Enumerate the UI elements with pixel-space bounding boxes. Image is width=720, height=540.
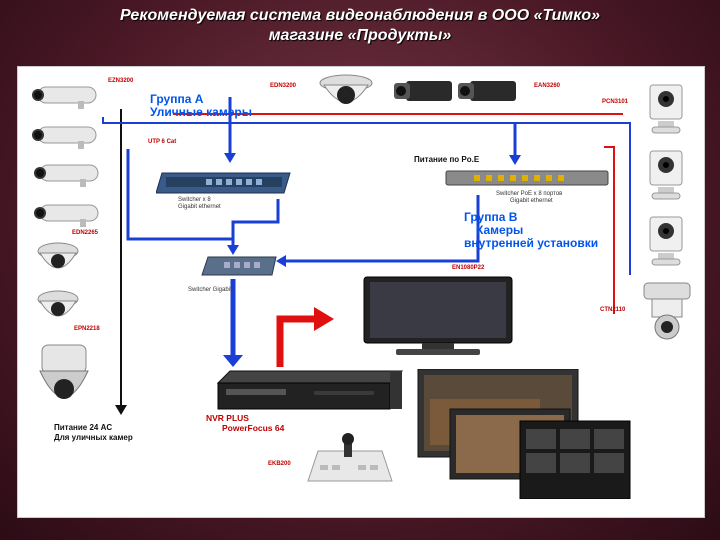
cube-camera-icon [649, 84, 683, 134]
gigabit-switch-icon [201, 256, 277, 276]
label-pcn3101: PCN3101 [602, 99, 629, 105]
power-24ac-label: Питание 24 AC Для уличных камер [54, 423, 133, 443]
label-ekb200: EKB200 [268, 461, 291, 467]
ptz-dome-camera-icon [39, 344, 89, 399]
nvr-recorder-icon [216, 370, 404, 410]
nvr-line-2: PowerFocus 64 [222, 423, 285, 433]
title-line-2: магазине «Продукты» [268, 27, 452, 44]
red-arrow-monitor [276, 315, 316, 367]
bullet-camera-icon [34, 164, 99, 187]
label-switch-a-2: Gigabit ethernet [178, 204, 221, 210]
blue-arrow-poe [509, 155, 521, 165]
label-epn2218: EPN2218 [74, 326, 100, 332]
label-switch-poe-2: Gigabit ethernet [510, 198, 553, 204]
label-switch-a-1: Switcher x 8 [178, 197, 211, 203]
group-b-line-2: Камеры [476, 223, 524, 237]
bullet-camera-icon [34, 204, 99, 227]
blue-wire-poe-gig [280, 195, 480, 263]
cube-camera-icon [649, 216, 683, 266]
box-camera-icon [458, 81, 516, 101]
label-switch-gig: Switcher Gigabit [188, 287, 232, 293]
ptz-camera-icon [643, 282, 691, 340]
cube-camera-icon [649, 150, 683, 200]
group-a-line-2: Уличные камеры [150, 105, 252, 119]
red-wire-right [604, 146, 615, 314]
blue-wire-left [126, 149, 233, 241]
dome-camera-icon [37, 242, 79, 269]
keyboard-joystick-icon [307, 433, 393, 482]
blue-arrow-a [224, 153, 236, 163]
group-a-line-1: Группа А [150, 92, 204, 106]
dome-camera-icon [319, 74, 373, 104]
power-line-1: Питание 24 AC [54, 423, 113, 432]
blue-wire-top [102, 117, 631, 275]
blue-arrow-poe-gig [276, 255, 286, 267]
label-utp: UTP 6 Cat [148, 139, 177, 145]
diagram-panel: EZN3200 EDN3200 EAN3260 PCN3101 UTP 6 Ca… [17, 66, 705, 518]
group-a-label: Группа А Уличные камеры [150, 93, 252, 119]
power-line-2: Для уличных камер [54, 433, 133, 442]
blue-wire-switch-a [231, 199, 280, 249]
poe-power-label: Питание по Po.E [414, 155, 480, 164]
connection-wires [102, 97, 631, 415]
label-ctn2110: CTN2110 [600, 307, 626, 313]
title-line-1: Рекомендуемая система видеонаблюдения в … [119, 7, 601, 24]
label-edn2265: EDN2265 [72, 230, 99, 236]
network-switch-a-icon [156, 172, 291, 194]
label-ean3260: EAN3260 [534, 83, 561, 89]
nvr-label: NVR PLUS PowerFocus 64 [206, 413, 284, 433]
label-edn3200: EDN3200 [270, 83, 297, 89]
power-line-arrow [115, 405, 127, 415]
poe-switch-icon [445, 170, 609, 186]
blue-arrow-nvr [223, 355, 243, 367]
nvr-line-1: NVR PLUS [206, 413, 249, 423]
group-b-label: Группа В Камеры внутренней установки [464, 211, 598, 250]
label-en1080p22: EN1080P22 [452, 265, 485, 271]
software-screens-icon [417, 369, 631, 499]
page-title: Рекомендуемая система видеонаблюдения в … [0, 6, 720, 46]
dome-camera-icon [37, 290, 79, 317]
monitor-icon [363, 276, 513, 355]
bullet-camera-icon [32, 126, 97, 149]
box-camera-icon [394, 81, 452, 101]
group-b-line-1: Группа В [464, 210, 518, 224]
bullet-camera-icon [32, 86, 97, 109]
red-arrow-head [314, 307, 334, 331]
blue-arrow-gig [227, 245, 239, 255]
label-switch-poe-1: Switcher PoE x 8 портов [496, 191, 563, 197]
label-ezn3200: EZN3200 [108, 78, 134, 84]
group-b-line-3: внутренней установки [464, 236, 599, 250]
